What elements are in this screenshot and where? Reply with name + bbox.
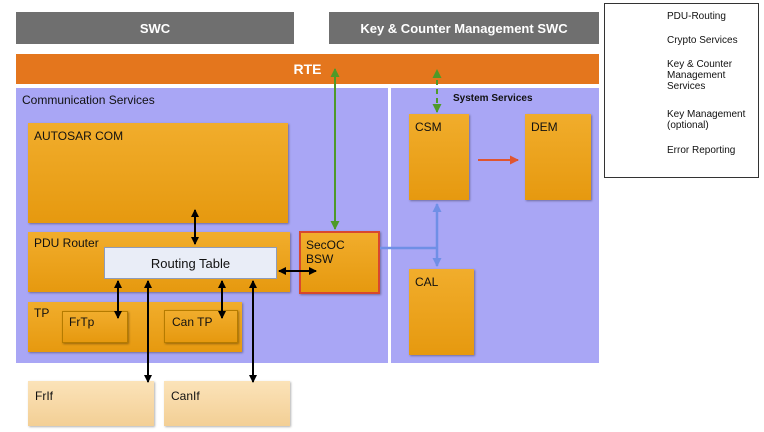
csm-box	[409, 114, 469, 200]
csm-label: CSM	[415, 120, 442, 134]
canif-box	[164, 381, 290, 426]
routing-table-box: Routing Table	[104, 247, 277, 279]
legend-label-crypto: Crypto Services	[667, 35, 738, 46]
pdu-router-label: PDU Router	[34, 236, 99, 250]
legend-label-key-mgmt: Key Management (optional)	[667, 109, 746, 131]
canif-label: CanIf	[171, 389, 200, 403]
communication-services-title: Communication Services	[22, 93, 155, 107]
legend-label-pdu-routing: PDU-Routing	[667, 11, 726, 22]
frif-label: FrIf	[35, 389, 53, 403]
system-services-title: System Services	[453, 93, 533, 104]
cal-box	[409, 269, 474, 355]
frtp-label: FrTp	[69, 315, 95, 329]
legend-label-error: Error Reporting	[667, 145, 736, 156]
tp-label: TP	[34, 306, 50, 320]
legend-label-key-counter: Key & Counter Management Services	[667, 59, 733, 92]
cantp-label: Can TP	[172, 315, 213, 329]
autosar-com-box	[28, 123, 288, 223]
swc-label: SWC	[139, 20, 171, 36]
rte-bar: RTE	[16, 54, 599, 84]
key-counter-swc-label: Key & Counter Management SWC	[360, 20, 568, 36]
routing-table-label: Routing Table	[150, 255, 231, 271]
key-counter-swc-bar: Key & Counter Management SWC	[329, 12, 599, 44]
dem-label: DEM	[531, 120, 558, 134]
secoc-label-line1: SecOC	[306, 238, 345, 252]
dem-box	[525, 114, 591, 200]
secoc-label-line2: BSW	[306, 252, 334, 266]
rte-label: RTE	[293, 61, 322, 77]
secoc-bsw-box	[299, 231, 380, 294]
swc-bar: SWC	[16, 12, 294, 44]
legend-box	[604, 3, 759, 178]
cal-label: CAL	[415, 275, 439, 289]
autosar-com-label: AUTOSAR COM	[34, 129, 124, 143]
frif-box	[28, 381, 154, 426]
